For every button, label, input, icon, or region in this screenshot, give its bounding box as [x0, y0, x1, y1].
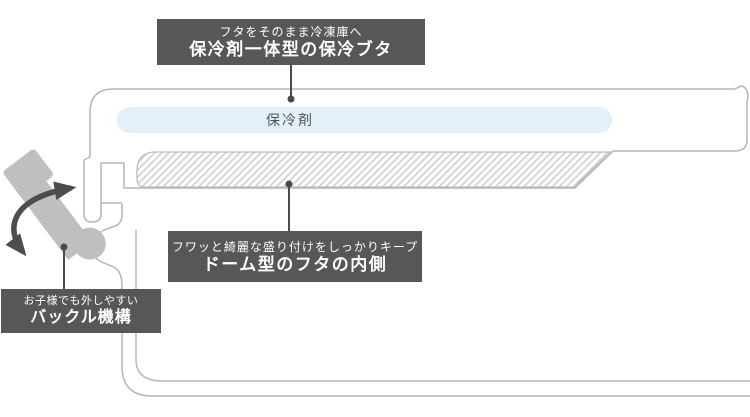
- leader-dome: [285, 180, 293, 232]
- buckle-callout-caption: お子様でも外しやすい: [23, 295, 139, 307]
- buckle-callout: お子様でも外しやすい バックル機構: [1, 289, 161, 333]
- dome-callout-title: ドーム型のフタの内側: [202, 254, 388, 274]
- container-wall-inner: [135, 230, 750, 382]
- dome-hatched-area: [136, 151, 613, 188]
- dome-callout: フワッと綺麗な盛り付けをしっかりキープ ドーム型のフタの内側: [168, 231, 422, 282]
- buckle-callout-title: バックル機構: [30, 309, 132, 326]
- lid-callout: フタをそのまま冷凍庫へ 保冷剤一体型の保冷ブタ: [157, 19, 425, 65]
- leader-lid: [287, 64, 295, 103]
- lid-callout-caption: フタをそのまま冷凍庫へ: [219, 25, 363, 39]
- dome-callout-caption: フワッと綺麗な盛り付けをしっかりキープ: [171, 239, 419, 254]
- ice-pack-bar: [117, 107, 612, 133]
- container-wall-outer: [91, 204, 750, 397]
- rotation-arrow-icon: [5, 181, 77, 257]
- leader-buckle: [60, 243, 68, 290]
- ice-pack-label: 保冷剤: [266, 112, 314, 128]
- lid-callout-title: 保冷剤一体型の保冷ブタ: [189, 40, 393, 59]
